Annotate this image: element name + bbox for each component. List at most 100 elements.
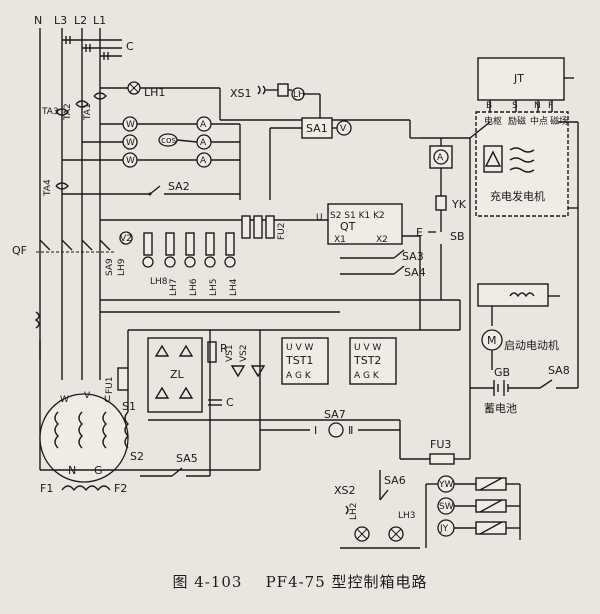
figure-caption: 图 4-103 PF4-75 型控制箱电路 <box>0 571 600 592</box>
f1-label: F1 <box>40 482 53 495</box>
jt-label: JT <box>513 72 524 85</box>
a-meter-1-label: A <box>200 120 207 130</box>
w-meter-3-label: W <box>126 156 135 166</box>
gen-w-label: W <box>60 395 69 405</box>
sa4-label: SA4 <box>404 266 426 279</box>
s1-label: S1 <box>122 400 136 413</box>
charger-label: 充电发电机 <box>490 189 545 203</box>
tst1-agk-label: A G K <box>286 371 312 381</box>
relay-qt: S2 S1 K1 K2 QT X1 X2 U <box>290 203 420 245</box>
switches-sa3-sa4: SA3 SA4 <box>340 249 426 279</box>
fu3-label: FU3 <box>430 438 451 451</box>
line-l3-label: L3 <box>54 14 67 27</box>
capacitor-c-label: C <box>126 40 134 53</box>
f2-label: F2 <box>114 482 127 495</box>
lh6-label: LH6 <box>189 278 199 296</box>
lh4-label: LH4 <box>229 278 239 296</box>
thyristor-trigger-units: U V W TST1 A G K U V W TST2 A G K <box>281 337 397 385</box>
line-n-label: N <box>34 14 42 27</box>
socket-xs1: XS1 LH <box>219 83 410 121</box>
a-ammeter-label: A <box>437 153 444 163</box>
ciji-label: 磁场 <box>550 115 568 127</box>
gb-label: GB <box>494 366 510 379</box>
battery-label: 蓄电池 <box>484 402 517 415</box>
n-terminal-label: N <box>534 101 541 111</box>
s2-label: S2 <box>130 450 144 463</box>
switch-sa5: SA5 <box>140 330 211 477</box>
a-meter-3-label: A <box>200 156 207 166</box>
sa7-pos2-label: Ⅱ <box>348 424 353 437</box>
qt-terminals-label: S2 S1 K1 K2 <box>330 211 385 221</box>
line-l2-label: L2 <box>74 14 87 27</box>
figure-number: 图 4-103 <box>172 573 243 591</box>
xs1-label: XS1 <box>230 87 252 100</box>
ta3-label: TA3 <box>41 107 59 117</box>
yw-label: YW <box>438 480 453 490</box>
lh2-label: LH2 <box>349 502 359 520</box>
rectifier-zl: FU1 ZL <box>105 337 203 413</box>
switch-sa2: SA2 <box>62 180 240 196</box>
gen-u-label: U <box>104 395 111 405</box>
m-label: M <box>487 334 497 347</box>
starter-motor: M 启动电动机 <box>477 283 560 370</box>
engine-instruments: YW SW JY <box>425 475 521 548</box>
lower-right-circuit: FU3 SA6 XS2 LH2 LH3 <box>334 400 471 549</box>
yk-label: YK <box>451 198 467 211</box>
sa6-label: SA6 <box>384 474 406 487</box>
lh1-label: LH1 <box>144 86 165 99</box>
tst2-uvw-label: U V W <box>354 343 381 353</box>
lh7-label: LH7 <box>169 278 179 296</box>
line-l1-label: L1 <box>93 14 106 27</box>
lh5-label: LH5 <box>209 278 219 296</box>
zhongdian-label: 中点 <box>530 115 548 127</box>
regulator-components: R VS1 VS2 C <box>207 341 266 409</box>
vs1-label: VS1 <box>225 344 235 362</box>
w-meter-2-label: W <box>126 138 135 148</box>
r-label: R <box>220 342 228 355</box>
sa5-label: SA5 <box>176 452 198 465</box>
ammeter-and-start: A YK E SB <box>416 137 471 400</box>
interconnect-wiring <box>34 120 579 471</box>
xs2-label: XS2 <box>334 484 356 497</box>
cos-meter-label: cos <box>161 136 176 146</box>
qt-x1-label: X1 <box>334 235 346 245</box>
sa8-label: SA8 <box>548 364 570 377</box>
s-terminal-label: S <box>512 101 518 111</box>
qt-label: QT <box>340 220 356 233</box>
supply-lines: N L3 L2 L1 <box>34 14 106 470</box>
lh-small-label: LH <box>293 90 305 100</box>
sw-label: SW <box>439 502 454 512</box>
qt-x2-label: X2 <box>376 235 388 245</box>
motor-label: 启动电动机 <box>504 338 559 352</box>
regulator-jt: JT B S N F <box>477 57 574 122</box>
b-terminal-label: B <box>486 101 492 111</box>
meter-cluster: W W W cos A A A <box>62 116 241 200</box>
switch-sa7: SA7 Ⅰ Ⅱ <box>260 408 400 438</box>
fu2-label: FU2 <box>277 223 287 241</box>
tst1-uvw-label: U V W <box>286 343 313 353</box>
qf-label: QF <box>12 244 27 257</box>
lamp-lh1: LH1 <box>100 81 220 99</box>
control-box-circuit-diagram: N L3 L2 L1 C LH1 XS1 LH <box>12 14 579 549</box>
sa7-label: SA7 <box>324 408 346 421</box>
fuse-blocks: FU2 LH8 LH7 LH6 LH5 LH4 <box>100 215 460 313</box>
f-terminal-label: F <box>548 101 553 111</box>
switch-sa1: SA1 V <box>269 117 352 200</box>
sa3-label: SA3 <box>402 250 424 263</box>
lh9-label: LH9 <box>117 258 127 276</box>
capacitor-bank-top: C <box>62 36 134 60</box>
sa2-label: SA2 <box>168 180 190 193</box>
vs2-label: VS2 <box>239 344 249 362</box>
sa7-pos1-label: Ⅰ <box>314 424 317 437</box>
gen-v-label: V <box>84 391 91 401</box>
battery: GB 蓄电池 SA8 <box>470 364 578 415</box>
tst1-label: TST1 <box>285 354 313 367</box>
a-meter-2-label: A <box>200 138 207 148</box>
fu1-label: FU1 <box>105 377 115 395</box>
ta1-label: TA1 <box>83 103 93 121</box>
sb-label: SB <box>450 230 465 243</box>
current-transformers: TA3 TA2 TA1 TA4 <box>41 92 107 197</box>
figure-title: PF4-75 型控制箱电路 <box>265 573 428 591</box>
w-meter-1-label: W <box>126 120 135 130</box>
sa1-label: SA1 <box>306 122 328 135</box>
